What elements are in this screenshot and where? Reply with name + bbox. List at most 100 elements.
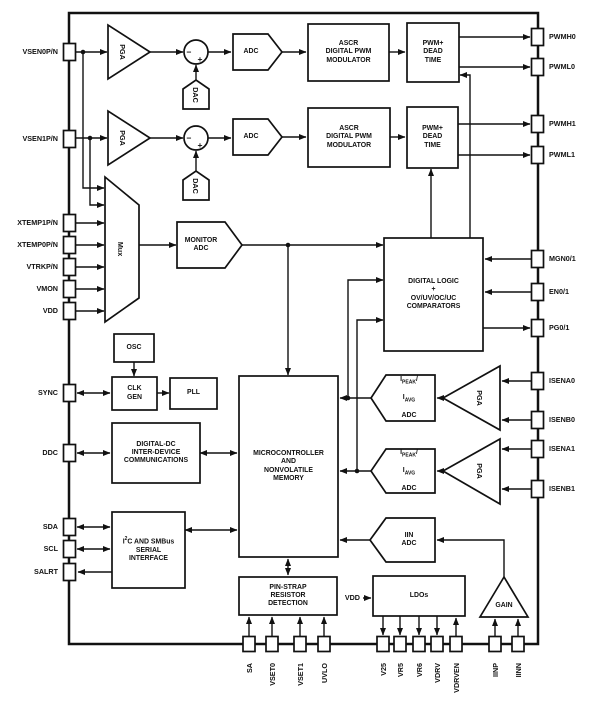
- osc-label: OSC: [126, 343, 142, 351]
- adc1-label: ADC: [243, 132, 259, 140]
- ipeak-iavg-adc1-label: IPEAK/ IAVG ADC: [400, 449, 418, 492]
- iin-adc-shape: [368, 517, 436, 563]
- pga0-label: PGA: [118, 44, 128, 60]
- ascr-modulator-0-label: ASCR DIGITAL PWM MODULATOR: [325, 40, 372, 64]
- pin-isenb0: [530, 410, 545, 430]
- ldos-label: LDOs: [409, 591, 429, 599]
- sum0-plus-sign: +: [197, 54, 203, 64]
- mux-label: Mux: [116, 241, 126, 257]
- isen-pga1-label: PGA: [475, 463, 485, 479]
- pin-vdrv: [430, 635, 444, 653]
- pin-label-xtemp0pn: XTEMP0P/N: [17, 240, 58, 249]
- microcontroller-label: MICROCONTROLLER AND NONVOLATILE MEMORY: [253, 449, 324, 482]
- pin-pwmh1: [530, 114, 545, 134]
- ddc-comms-box: [111, 422, 201, 484]
- vdd-ldo-label: VDD: [344, 593, 360, 602]
- isen-pga1-triangle: [441, 437, 501, 506]
- clk-gen-label: CLK GEN: [127, 385, 142, 401]
- pin-xtemp1pn: [62, 213, 77, 233]
- pin-pg01: [530, 318, 545, 338]
- pin-label-xtemp1pn: XTEMP1P/N: [17, 218, 58, 227]
- i2c-smbus-box: [111, 511, 186, 589]
- pin-vr5: [393, 635, 407, 653]
- dac1-label: DAC: [191, 178, 201, 194]
- pin-scl: [62, 539, 77, 559]
- pin-en01: [530, 282, 545, 302]
- pin-vtrkpn: [62, 257, 77, 277]
- pin-xtemp0pn: [62, 235, 77, 255]
- pin-strap-label: PIN-STRAP RESISTOR DETECTION: [268, 583, 308, 608]
- ipeak-iavg-adc1-shape: [369, 448, 436, 494]
- pin-vsen1pn: [62, 129, 77, 149]
- monitor-adc-shape: [176, 221, 244, 269]
- iin-adc-label: IIN ADC: [401, 531, 417, 547]
- clk-gen-box: [111, 376, 158, 411]
- isen-pga0-label: PGA: [475, 390, 485, 406]
- pin-label-vdd: VDD: [42, 306, 58, 315]
- pin-label-pwmh1: PWMH1: [549, 119, 576, 128]
- pwm-dead-time-1-box: [406, 106, 459, 169]
- pin-label-isenb0: ISENB0: [549, 415, 575, 424]
- pin-mgn01: [530, 249, 545, 269]
- pwm-dead-time-0-box: [406, 22, 460, 83]
- pwm-dead-time-0-label: PWM+ DEAD TIME: [422, 40, 444, 64]
- wires: [76, 34, 531, 636]
- pin-vset1: [293, 635, 307, 653]
- pin-label-pg01: PG0/1: [549, 323, 570, 332]
- ddc-comms-label: DIGITAL-DC INTER-DEVICE COMMUNICATIONS: [123, 440, 189, 465]
- pin-iinp: [488, 635, 502, 653]
- pll-label: PLL: [186, 389, 200, 397]
- pin-pwml1: [530, 145, 545, 165]
- pin-salrt: [62, 562, 77, 582]
- pin-strap-box: [238, 576, 338, 616]
- pin-uvlo: [317, 635, 331, 653]
- adc0-label: ADC: [243, 47, 259, 55]
- blocks: [104, 22, 530, 618]
- pin-vmon: [62, 279, 77, 299]
- pin-label-isena1: ISENA1: [549, 444, 575, 453]
- isen-pga0-triangle: [441, 364, 501, 432]
- pins: [62, 27, 545, 653]
- pin-label-vsen1pn: VSEN1P/N: [22, 134, 58, 143]
- gain-triangle: [478, 575, 530, 618]
- dac0-shape: [182, 78, 210, 110]
- ipeak-iavg-adc0-label: IPEAK/ IAVG ADC: [400, 376, 418, 419]
- i2c-line2: SERIAL INTERFACE: [128, 547, 169, 563]
- sum0-minus-sign: −: [186, 47, 192, 57]
- pin-label-vmon: VMON: [36, 284, 58, 293]
- i2c-smbus-label: I2C AND SMBus SERIAL INTERFACE: [112, 512, 185, 588]
- dac0-label: DAC: [191, 87, 201, 103]
- pin-vr6: [412, 635, 426, 653]
- ascr-modulator-0-box: [307, 23, 390, 82]
- pin-vdd: [62, 301, 77, 321]
- digital-logic-label: DIGITAL LOGIC + OV/UV/OC/UC COMPARATORS: [406, 277, 461, 310]
- adc0-shape: [232, 33, 284, 71]
- pin-label-pwml1: PWML1: [549, 150, 575, 159]
- pwm-dead-time-1-label: PWM+ DEAD TIME: [422, 125, 443, 149]
- pin-isena0: [530, 371, 545, 391]
- pll-box: [169, 377, 218, 410]
- ascr-modulator-1-label: ASCR DIGITAL PWM MODULATOR: [326, 125, 372, 149]
- pin-label-vtrkpn: VTRKP/N: [26, 262, 58, 271]
- pin-label-isena0: ISENA0: [549, 376, 575, 385]
- pga0-triangle: [107, 23, 152, 81]
- pin-label-pwml0: PWML0: [549, 62, 575, 71]
- microcontroller-box: [238, 375, 339, 558]
- pin-label-isenb1: ISENB1: [549, 484, 575, 493]
- sum1-plus-sign: +: [197, 140, 203, 150]
- digital-logic-box: [383, 237, 484, 352]
- pin-label-vsen0pn: VSEN0P/N: [22, 47, 58, 56]
- pin-vsen0pn: [62, 42, 77, 62]
- pin-label-mgn01: MGN0/1: [549, 254, 576, 263]
- junction-dots: [80, 49, 360, 474]
- pin-sync: [62, 383, 77, 403]
- sum1-minus-sign: −: [186, 133, 192, 143]
- mux-trapezoid: [104, 175, 140, 324]
- pin-sa: [242, 635, 256, 653]
- pin-label-en01: EN0/1: [549, 287, 569, 296]
- pin-label-sda: SDA: [42, 522, 58, 531]
- pin-pwml0: [530, 57, 545, 77]
- pin-vset0: [265, 635, 279, 653]
